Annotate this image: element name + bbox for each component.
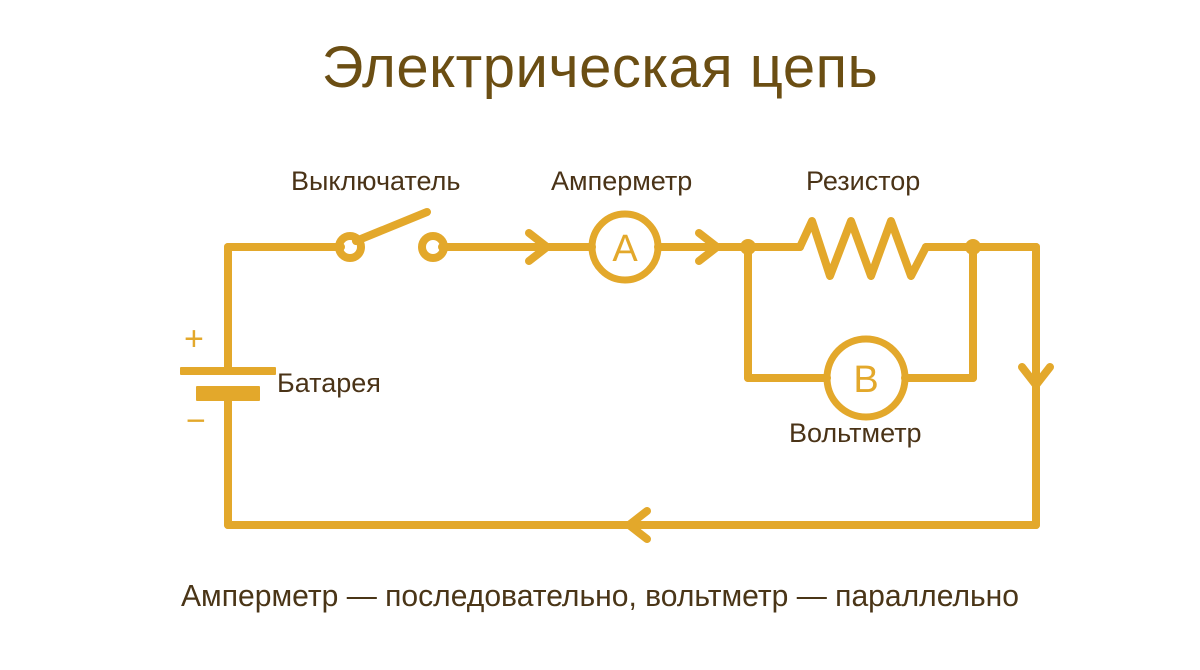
switch-terminal-right (418, 232, 448, 262)
label-battery: Батарея (277, 368, 381, 398)
battery-positive-plate (180, 367, 276, 375)
battery-plus-sign: + (184, 320, 204, 358)
diagram-caption: Амперметр — последовательно, вольтметр —… (181, 578, 1019, 613)
label-ammeter: Амперметр (551, 166, 693, 196)
page-title: Электрическая цепь (321, 35, 879, 100)
label-voltmeter: Вольтметр (789, 418, 922, 448)
voltmeter-circle (823, 335, 909, 421)
arrow-to-ammeter-icon (525, 229, 551, 265)
switch-terminal-left (335, 232, 365, 262)
resistor-zigzag (796, 217, 930, 280)
switch-lever (352, 208, 431, 245)
voltmeter-letter: В (853, 359, 878, 401)
ammeter-circle (588, 210, 662, 284)
junction-dot-right (965, 239, 981, 255)
ammeter-letter: A (612, 228, 638, 270)
battery-minus-sign: − (186, 402, 206, 440)
label-switch: Выключатель (291, 166, 461, 196)
arrow-right-branch-icon (1018, 363, 1054, 389)
arrow-return-bottom-icon (625, 507, 651, 543)
junction-dot-left (740, 239, 756, 255)
label-resistor: Резистор (806, 166, 921, 196)
battery-negative-plate (196, 386, 260, 401)
arrow-to-resistor-icon (695, 229, 721, 265)
